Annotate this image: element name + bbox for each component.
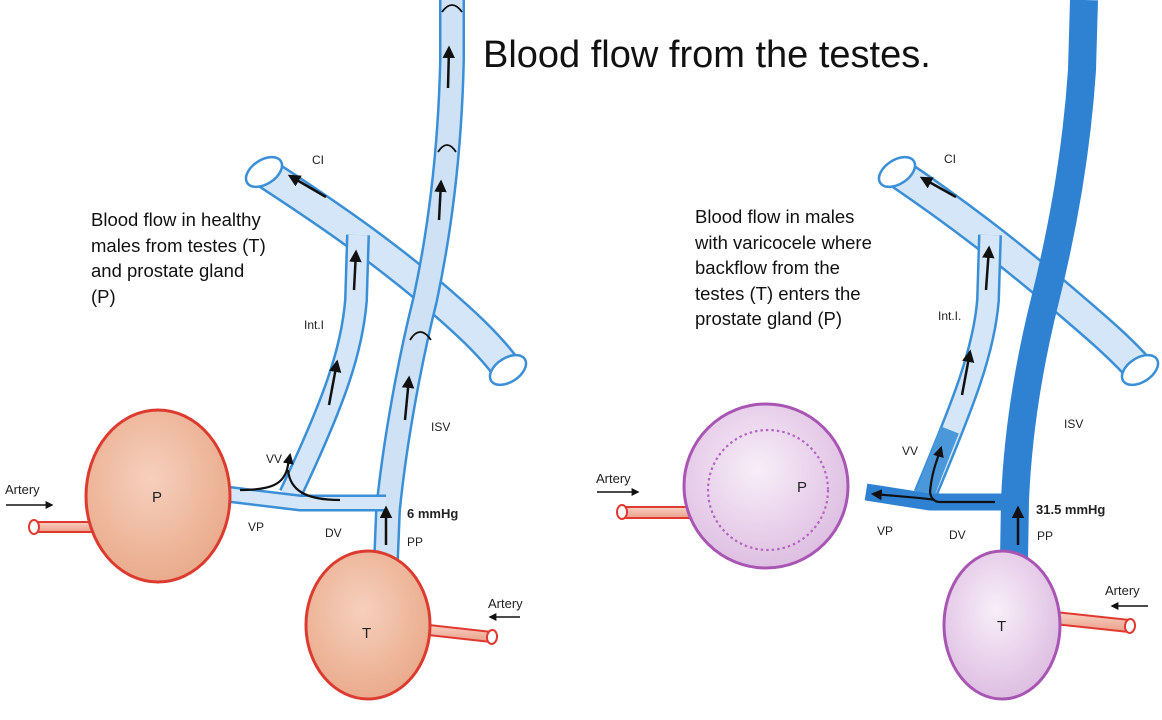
label-int-i-right: Int.I. <box>938 309 961 323</box>
label-pp-right: PP <box>1037 529 1053 543</box>
flow-arrow-icon <box>960 349 975 396</box>
label-dv-right: DV <box>949 528 966 542</box>
prostate-healthy <box>84 408 232 584</box>
label-ci-right: CI <box>944 152 956 166</box>
label-int-i: Int.I <box>304 318 324 332</box>
label-t-right: T <box>997 618 1006 635</box>
ci-vein <box>244 155 528 387</box>
label-vv: VV <box>266 452 282 466</box>
valve-icon <box>437 144 457 153</box>
int-i-vein <box>279 234 370 501</box>
label-dv: DV <box>325 526 342 540</box>
isv-vein <box>373 0 465 561</box>
prostate-varicocele <box>682 402 850 570</box>
prostate-inner-outline <box>706 428 830 552</box>
flow-arrow-icon <box>442 45 455 89</box>
flow-arrow-icon <box>434 179 447 221</box>
label-isv-right: ISV <box>1064 417 1083 431</box>
flow-arrow-icon <box>349 249 362 291</box>
label-pp: PP <box>407 535 423 549</box>
label-artery-left-right: Artery <box>596 471 631 486</box>
vp-dv-vein-right <box>864 483 1015 511</box>
label-artery-right: Artery <box>488 596 523 611</box>
label-isv: ISV <box>431 420 450 434</box>
flow-arrow-icon <box>870 489 936 502</box>
testis-healthy <box>304 549 432 701</box>
healthy-description: Blood flow in healthy males from testes … <box>91 209 266 307</box>
flow-arrow-icon <box>919 176 957 199</box>
flow-arrow-icon <box>286 469 341 502</box>
label-vv-right: VV <box>902 444 918 458</box>
flow-arrow-icon <box>287 174 327 199</box>
label-artery-left: Artery <box>5 482 40 497</box>
healthy-panel: CI Int.I ISV VV VP DV PP 6 mmHg P T Arte… <box>5 0 528 701</box>
label-ci: CI <box>312 153 324 167</box>
varicocele-panel: CI Int.I. ISV VV VP DV PP 31.5 mmHg P T … <box>596 0 1160 701</box>
label-pressure-right: 31.5 mmHg <box>1036 502 1105 517</box>
isv-vein-right <box>1000 0 1098 561</box>
label-artery-right-right: Artery <box>1105 583 1140 598</box>
label-vp: VP <box>248 520 264 534</box>
label-pressure: 6 mmHg <box>407 506 458 521</box>
vp-dv-vein <box>224 485 386 512</box>
valve-icon <box>441 4 463 13</box>
label-p-right: P <box>797 479 807 496</box>
flow-arrow-icon <box>928 445 944 493</box>
label-p: P <box>152 489 162 506</box>
label-t: T <box>362 625 371 642</box>
artery-to-testis-right <box>1052 610 1137 634</box>
label-vp-right: VP <box>877 524 893 538</box>
page-title: Blood flow from the testes. <box>483 34 931 76</box>
flow-arrow-icon <box>982 245 995 291</box>
flow-arrow-icon <box>327 359 342 406</box>
flow-arrow-icon <box>401 375 415 421</box>
valve-icon <box>409 331 432 341</box>
ci-vein-right <box>877 155 1160 387</box>
int-i-vein-right <box>913 234 1002 500</box>
flow-arrow-icon <box>239 452 294 492</box>
varicocele-description: Blood flow in males with varicocele wher… <box>695 206 872 329</box>
testis-varicocele <box>942 549 1062 701</box>
artery-to-prostate-right <box>616 504 691 520</box>
